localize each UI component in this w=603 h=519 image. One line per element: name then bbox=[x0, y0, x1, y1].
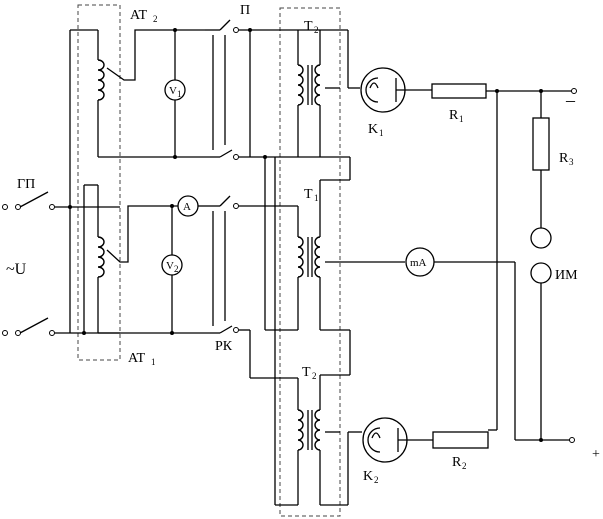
voltmeter-v2: V 2 bbox=[161, 204, 183, 335]
autotransformer-enclosure bbox=[77, 4, 121, 361]
label-k1-sub: 1 bbox=[379, 128, 384, 138]
label-at1-sub: 1 bbox=[151, 357, 156, 367]
autotransformer-at2 bbox=[70, 29, 210, 158]
label-r2-sub: 2 bbox=[462, 461, 467, 471]
label-r3: R bbox=[559, 151, 569, 166]
label-k2-sub: 2 bbox=[374, 475, 379, 485]
v2-label: V bbox=[166, 260, 174, 272]
label-t2-top: T bbox=[304, 19, 313, 34]
label-t1-sub: 1 bbox=[314, 193, 319, 203]
switch-rk bbox=[205, 195, 298, 334]
label-t2-top-sub: 2 bbox=[314, 25, 319, 35]
labels: ГП ~U AT 2 AT 1 П РК T 2 T 1 T 2 K 1 K 2… bbox=[6, 3, 600, 485]
resistor-r3-and-meter bbox=[515, 91, 575, 443]
milliammeter-label: mA bbox=[410, 257, 427, 269]
voltmeter-v1: V 1 bbox=[164, 28, 186, 159]
milliammeter: mA bbox=[405, 247, 516, 440]
ammeter: A bbox=[177, 195, 205, 217]
label-r2: R bbox=[452, 455, 462, 470]
label-t2-bottom: T bbox=[302, 365, 311, 380]
label-p: П bbox=[240, 3, 250, 18]
resistor-r1 bbox=[431, 83, 577, 431]
label-k1: K bbox=[368, 122, 378, 137]
label-rk: РК bbox=[215, 339, 233, 354]
label-t2-bottom-sub: 2 bbox=[312, 371, 317, 381]
transformer-t2-bottom bbox=[297, 374, 362, 506]
v2-subscript: 2 bbox=[174, 264, 179, 274]
label-im: ИМ bbox=[555, 268, 578, 283]
ammeter-label: A bbox=[183, 201, 191, 213]
label-plus: + bbox=[592, 447, 600, 462]
label-r3-sub: 3 bbox=[569, 157, 574, 167]
label-gp: ГП bbox=[17, 177, 35, 192]
label-k2: K bbox=[363, 469, 373, 484]
label-at2: AT bbox=[130, 8, 148, 23]
label-u: ~U bbox=[6, 261, 27, 278]
v1-label: V bbox=[169, 85, 177, 97]
resistor-r2 bbox=[432, 431, 489, 449]
label-at1: AT bbox=[128, 351, 146, 366]
switch-p bbox=[205, 19, 320, 160]
main-switch-blade-top bbox=[19, 191, 49, 208]
label-t1: T bbox=[304, 187, 313, 202]
label-r1: R bbox=[449, 108, 459, 123]
autotransformer-at1 bbox=[84, 184, 210, 334]
main-switch-blade-bottom bbox=[19, 317, 49, 334]
kenotron-k2 bbox=[362, 417, 433, 463]
label-minus: – bbox=[565, 90, 576, 110]
transformer-t2-top bbox=[297, 29, 360, 158]
label-at2-sub: 2 bbox=[153, 14, 158, 24]
label-r1-sub: 1 bbox=[459, 114, 464, 124]
kenotron-k1 bbox=[360, 67, 432, 113]
transformer-t1 bbox=[297, 157, 405, 375]
transformer-enclosure bbox=[279, 7, 341, 517]
bus-lines bbox=[248, 28, 298, 506]
v1-subscript: 1 bbox=[177, 89, 182, 99]
